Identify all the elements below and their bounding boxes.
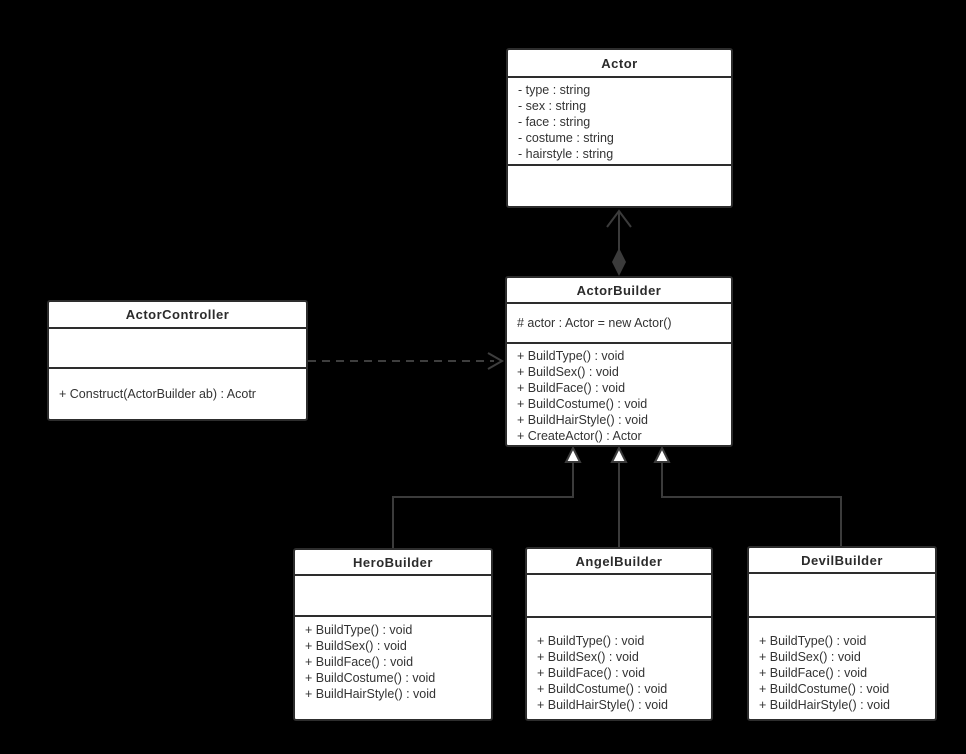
method-row: + BuildFace() : void xyxy=(759,666,868,680)
class-devilbuilder[interactable]: DevilBuilder + BuildType() : void + Buil… xyxy=(747,546,937,721)
method-row: + BuildCostume() : void xyxy=(305,671,436,685)
method-row: + BuildFace() : void xyxy=(517,381,626,395)
method-row: + BuildFace() : void xyxy=(537,666,646,680)
attribute-row: - costume : string xyxy=(518,131,614,145)
attribute-row: - face : string xyxy=(518,115,591,129)
class-title: HeroBuilder xyxy=(295,550,491,576)
methods-section: + BuildType() : void + BuildSex() : void… xyxy=(749,618,935,719)
method-row: + BuildHairStyle() : void xyxy=(305,687,436,701)
class-actorcontroller[interactable]: ActorController + Construct(ActorBuilder… xyxy=(47,300,308,421)
attributes-section-empty xyxy=(49,329,306,369)
attributes-section-empty xyxy=(749,574,935,618)
method-row: + BuildSex() : void xyxy=(759,650,861,664)
method-row: + BuildCostume() : void xyxy=(759,682,890,696)
method-row: + BuildSex() : void xyxy=(305,639,407,653)
method-row: + BuildType() : void xyxy=(537,634,645,648)
attributes-section: # actor : Actor = new Actor() xyxy=(507,304,731,344)
method-row: + CreateActor() : Actor xyxy=(517,429,642,443)
method-row: + BuildSex() : void xyxy=(537,650,639,664)
class-actorbuilder[interactable]: ActorBuilder # actor : Actor = new Actor… xyxy=(505,276,733,447)
class-title: AngelBuilder xyxy=(527,549,711,575)
hollow-triangle-arrowhead-icon xyxy=(653,445,671,463)
generalization-line xyxy=(392,461,574,548)
method-row: + BuildHairStyle() : void xyxy=(759,698,890,712)
class-herobuilder[interactable]: HeroBuilder + BuildType() : void + Build… xyxy=(293,548,493,721)
generalization-line xyxy=(661,461,842,546)
method-row: + BuildCostume() : void xyxy=(537,682,668,696)
method-row: + BuildType() : void xyxy=(517,349,625,363)
attribute-row: # actor : Actor = new Actor() xyxy=(517,316,672,330)
method-row: + BuildHairStyle() : void xyxy=(537,698,668,712)
generalization-edge-devilbuilder-actorbuilder[interactable] xyxy=(653,445,842,546)
method-row: + Construct(ActorBuilder ab) : Acotr xyxy=(59,387,256,401)
open-arrowhead-up-icon xyxy=(606,209,632,228)
methods-section: + BuildType() : void + BuildSex() : void… xyxy=(527,618,711,719)
filled-diamond-icon xyxy=(612,248,626,276)
generalization-edge-herobuilder-actorbuilder[interactable] xyxy=(392,445,582,548)
attribute-row: - type : string xyxy=(518,83,591,97)
methods-section: + BuildType() : void + BuildSex() : void… xyxy=(295,617,491,719)
attributes-section: - type : string - sex : string - face : … xyxy=(508,78,731,166)
open-arrowhead-right-icon xyxy=(487,352,505,370)
method-row: + BuildFace() : void xyxy=(305,655,414,669)
hollow-triangle-arrowhead-icon xyxy=(610,445,628,463)
methods-section: + Construct(ActorBuilder ab) : Acotr xyxy=(49,369,306,419)
class-title: DevilBuilder xyxy=(749,548,935,574)
class-title: ActorBuilder xyxy=(507,278,731,304)
method-row: + BuildCostume() : void xyxy=(517,397,648,411)
class-actor[interactable]: Actor - type : string - sex : string - f… xyxy=(506,48,733,208)
generalization-edge-angelbuilder-actorbuilder[interactable] xyxy=(610,445,628,547)
methods-section: + BuildType() : void + BuildSex() : void… xyxy=(507,344,731,445)
attribute-row: - hairstyle : string xyxy=(518,147,614,161)
attribute-row: - sex : string xyxy=(518,99,587,113)
hollow-triangle-arrowhead-icon xyxy=(564,445,582,463)
composition-edge-actorbuilder-actor[interactable] xyxy=(606,209,632,276)
methods-section-empty xyxy=(508,166,731,206)
class-title: ActorController xyxy=(49,302,306,329)
dependency-edge-actorcontroller-actorbuilder[interactable] xyxy=(308,352,505,370)
method-row: + BuildType() : void xyxy=(759,634,867,648)
method-row: + BuildHairStyle() : void xyxy=(517,413,648,427)
class-title: Actor xyxy=(508,50,731,78)
method-row: + BuildSex() : void xyxy=(517,365,619,379)
method-row: + BuildType() : void xyxy=(305,623,413,637)
class-angelbuilder[interactable]: AngelBuilder + BuildType() : void + Buil… xyxy=(525,547,713,721)
attributes-section-empty xyxy=(295,576,491,617)
attributes-section-empty xyxy=(527,575,711,618)
